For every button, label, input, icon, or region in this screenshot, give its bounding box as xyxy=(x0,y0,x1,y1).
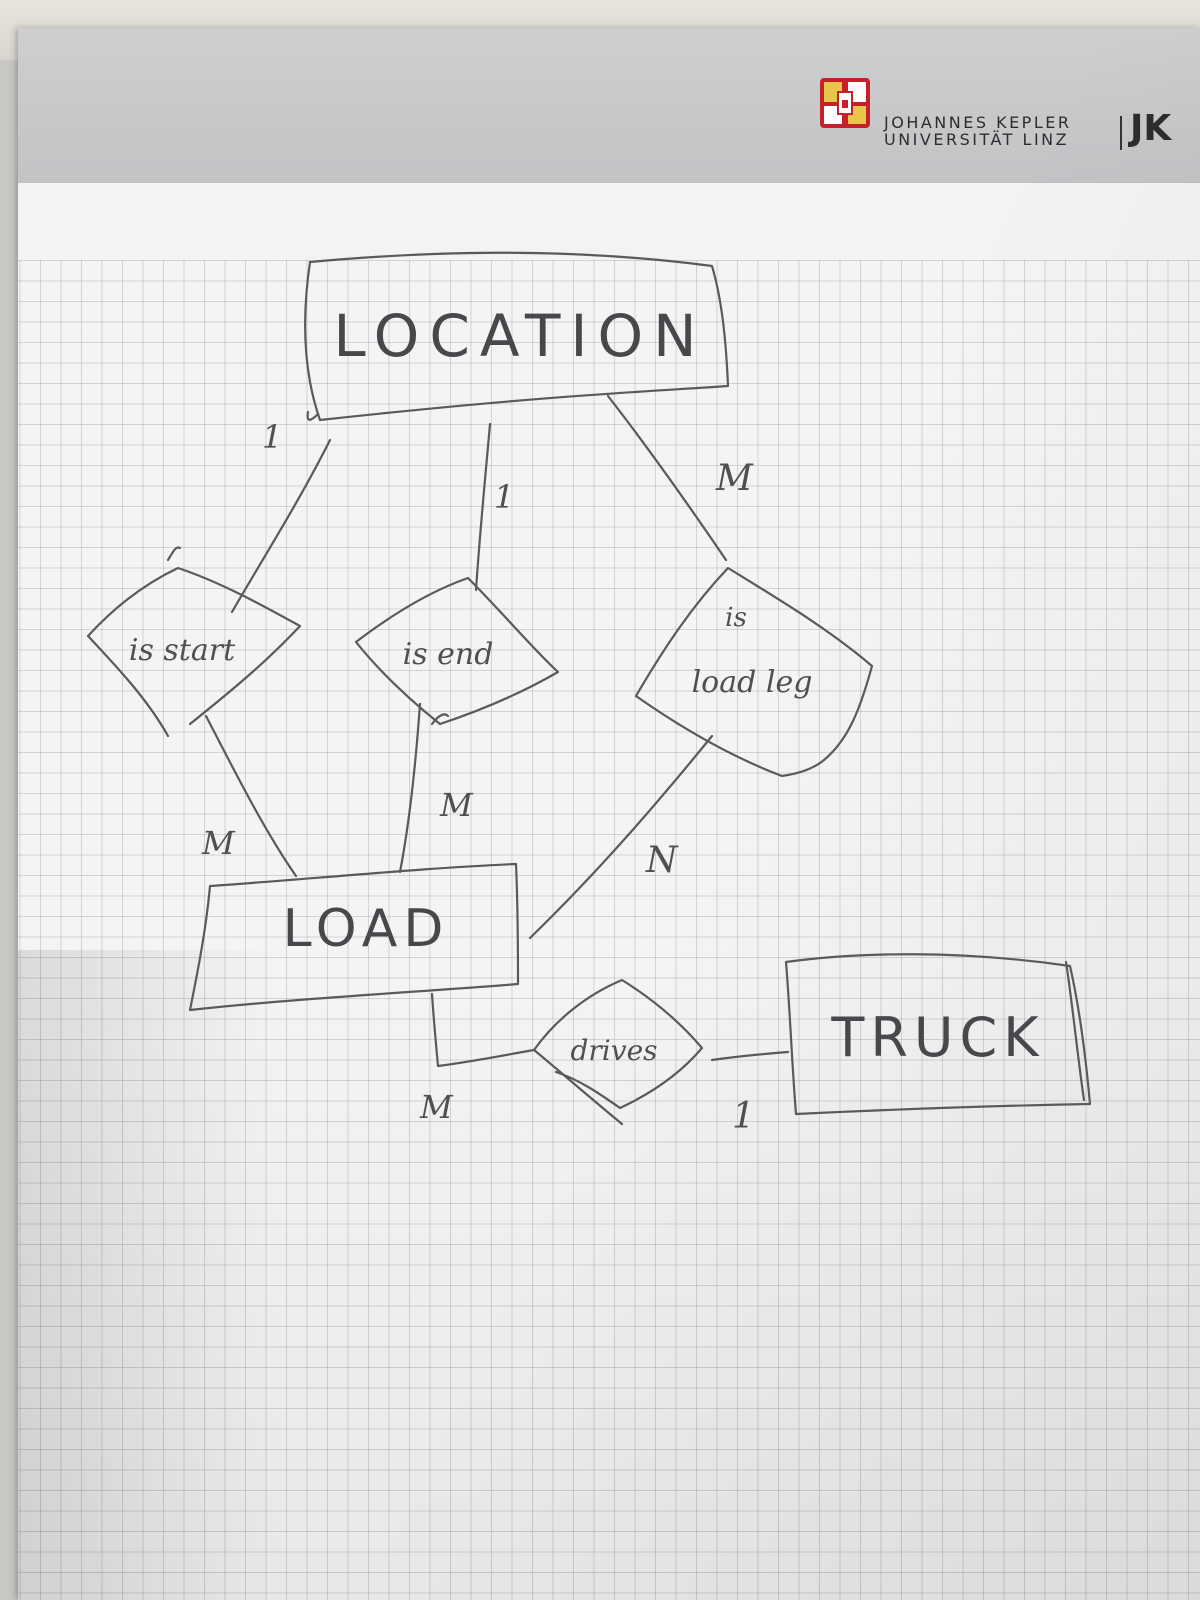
cardinality-location-is-end: 1 xyxy=(494,478,514,516)
relationship-is-end: is end xyxy=(354,576,560,726)
cardinality-load-is-start: M xyxy=(201,824,236,862)
line-location-is-end xyxy=(474,422,492,592)
university-abbrev: JK xyxy=(1130,108,1172,149)
line-is-end-load xyxy=(398,702,422,874)
cardinality-load-is-end: M xyxy=(439,786,474,824)
cardinality-labels: 1 1 M M M N M 1 xyxy=(201,418,755,1137)
cardinality-load-drives: M xyxy=(419,1088,454,1126)
relationship-drives: drives xyxy=(532,978,704,1126)
cardinality-load-load-leg: N xyxy=(645,840,679,881)
connectors xyxy=(204,394,790,1068)
relationship-load-leg-label: load leg xyxy=(692,665,813,700)
cardinality-truck-drives: 1 xyxy=(732,1096,755,1137)
university-name-line2: UNIVERSITÄT LINZ xyxy=(884,130,1070,149)
line-location-load-leg xyxy=(606,394,728,562)
entity-load: LOAD xyxy=(188,862,520,1012)
letterhead-divider xyxy=(1120,116,1122,150)
entity-location-label: LOCATION xyxy=(333,302,706,370)
line-drives-truck xyxy=(710,1050,790,1062)
cardinality-location-load-leg: M xyxy=(715,458,754,499)
line-load-drives xyxy=(430,992,536,1068)
entity-location: LOCATION xyxy=(303,251,730,422)
grid-paper-sheet xyxy=(18,28,1200,1600)
relationship-is-start-label: is start xyxy=(129,633,236,668)
entity-truck: TRUCK xyxy=(784,953,1092,1116)
relationship-is-end-label: is end xyxy=(403,637,494,672)
relationship-drives-label: drives xyxy=(570,1034,657,1067)
line-is-start-load xyxy=(204,714,298,878)
cardinality-location-is-start: 1 xyxy=(262,418,282,456)
university-name-line1: JOHANNES KEPLER xyxy=(884,113,1072,132)
coat-of-arms-icon xyxy=(820,78,870,128)
entity-load-label: LOAD xyxy=(283,899,450,959)
line-load-leg-load xyxy=(528,734,714,940)
relationship-load-leg: is load leg xyxy=(634,566,874,778)
relationship-load-leg-prefix: is xyxy=(725,603,747,633)
line-location-is-start xyxy=(230,438,332,614)
university-name: JOHANNES KEPLER UNIVERSITÄT LINZ xyxy=(884,114,1071,148)
letterhead-margin xyxy=(18,183,1200,260)
entity-truck-label: TRUCK xyxy=(830,1006,1044,1069)
letterhead-band xyxy=(18,28,1200,183)
relationship-is-start: is start xyxy=(86,546,302,738)
